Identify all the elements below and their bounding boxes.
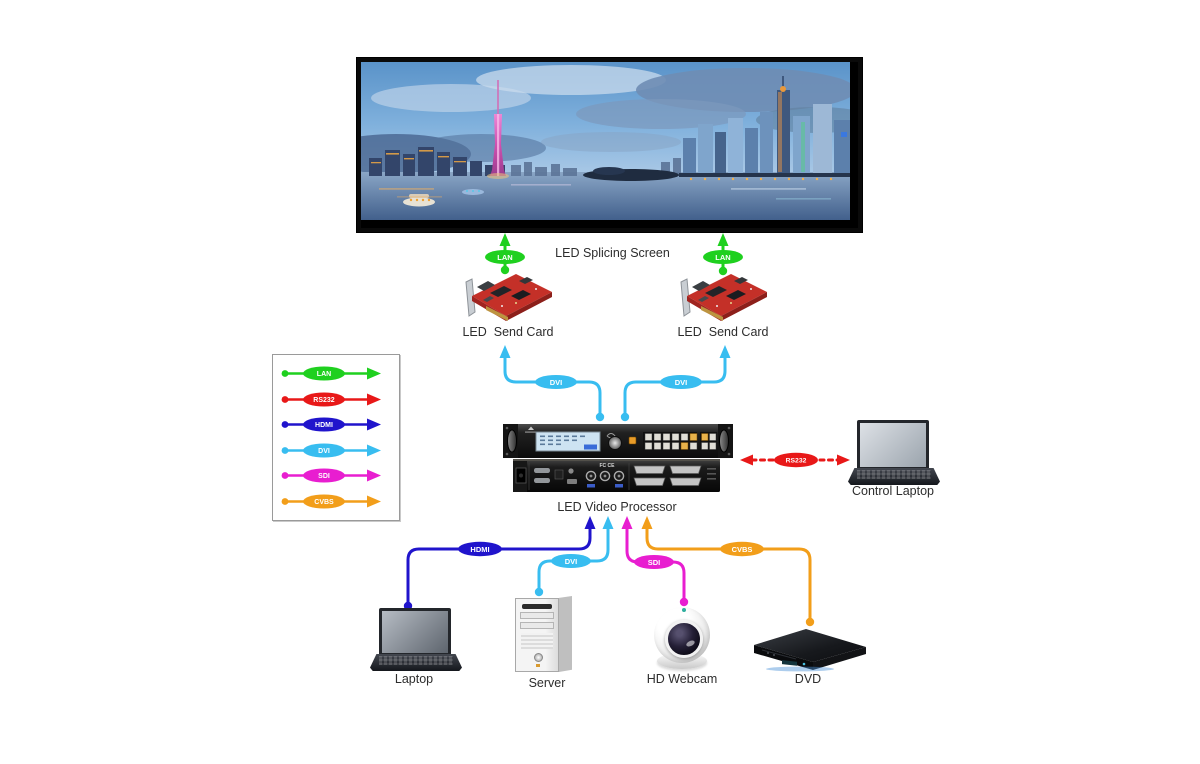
- led-send-card-right: [673, 266, 773, 324]
- legend-box: LAN RS232 HDMI DVI: [272, 354, 400, 521]
- dvd-label: DVD: [794, 672, 822, 686]
- legend-item-dvi: DVI: [273, 442, 399, 459]
- webcam-label: HD Webcam: [646, 672, 718, 686]
- dvi-vga-ports: [633, 465, 702, 486]
- vent-slots: [707, 468, 716, 480]
- svg-text:HDMI: HDMI: [315, 422, 333, 429]
- webcam-led: [682, 608, 686, 612]
- connection-dvi-right: DVI: [620, 345, 731, 422]
- svg-text:RS232: RS232: [786, 458, 807, 465]
- legend-item-lan: LAN: [273, 365, 399, 382]
- dvd-power-led: [802, 662, 806, 666]
- card-bracket: [465, 278, 476, 317]
- server-label: Server: [528, 676, 566, 690]
- control-laptop-screen: [857, 420, 929, 470]
- server-vents: [521, 633, 553, 649]
- server-power-button: [534, 653, 543, 662]
- connection-dvi-left: DVI: [499, 345, 605, 422]
- source-laptop: [370, 608, 462, 673]
- control-laptop-label: Control Laptop: [851, 484, 934, 498]
- svg-text:DVI: DVI: [550, 378, 563, 387]
- server-tower: [515, 596, 573, 672]
- lcd-highlight-key: [584, 444, 597, 450]
- bnc-connectors: [585, 470, 625, 488]
- legend-item-hdmi: HDMI: [273, 416, 399, 433]
- button-group-1: [643, 432, 698, 451]
- server-vent-slot: [522, 604, 552, 609]
- webcam-body: [654, 607, 710, 663]
- certification-marks: FC CE: [600, 463, 616, 469]
- rack-handle-right: [719, 429, 729, 453]
- jog-knob: [608, 436, 622, 450]
- led-send-card-left: [458, 266, 558, 324]
- source-laptop-screen: [379, 608, 451, 656]
- laptop-label: Laptop: [394, 672, 434, 686]
- svg-text:RS232: RS232: [313, 397, 335, 404]
- send-card-left-label: LED Send Card: [462, 325, 554, 339]
- send-card-right-label: LED Send Card: [677, 325, 769, 339]
- svg-text:CVBS: CVBS: [732, 545, 753, 554]
- led-splicing-screen: [321, 58, 876, 232]
- control-laptop-keyboard: [848, 468, 940, 485]
- legend-item-cvbs: CVBS: [273, 493, 399, 510]
- dvd-player: [752, 626, 868, 672]
- svg-text:DVI: DVI: [565, 557, 578, 566]
- processor-front-unit: [503, 424, 733, 458]
- source-laptop-keyboard: [370, 654, 462, 671]
- processor-label: LED Video Processor: [557, 500, 677, 514]
- svg-text:CVBS: CVBS: [314, 499, 334, 506]
- svg-text:LAN: LAN: [317, 371, 331, 378]
- screen-label: LED Splicing Screen: [555, 246, 670, 260]
- power-button: [628, 436, 637, 445]
- control-laptop: [848, 420, 940, 485]
- connection-rs232: RS232: [740, 452, 850, 468]
- server-cd-drive: [520, 612, 554, 619]
- webcam-lens: [665, 620, 703, 658]
- hd-webcam: [652, 604, 712, 670]
- server-led: [536, 664, 540, 667]
- svg-text:HDMI: HDMI: [470, 545, 489, 554]
- svg-text:DVI: DVI: [318, 448, 330, 455]
- brand-logo: [528, 426, 534, 430]
- svg-text:LAN: LAN: [715, 253, 730, 262]
- svg-text:LAN: LAN: [497, 253, 512, 262]
- output-ports: [534, 468, 577, 484]
- rack-handle-left: [507, 429, 517, 453]
- dvd-display: [782, 660, 797, 666]
- svg-text:DVI: DVI: [675, 378, 688, 387]
- svg-text:SDI: SDI: [648, 558, 661, 567]
- connection-sdi: SDI: [621, 516, 689, 607]
- svg-text:SDI: SDI: [318, 473, 330, 480]
- processor-rear-unit: FC CE: [509, 459, 724, 492]
- legend-item-sdi: SDI: [273, 467, 399, 484]
- button-group-2: [700, 432, 717, 451]
- connection-dvi-source: DVI: [534, 516, 614, 597]
- cityscape-image: [321, 62, 876, 220]
- legend-item-rs232: RS232: [273, 391, 399, 408]
